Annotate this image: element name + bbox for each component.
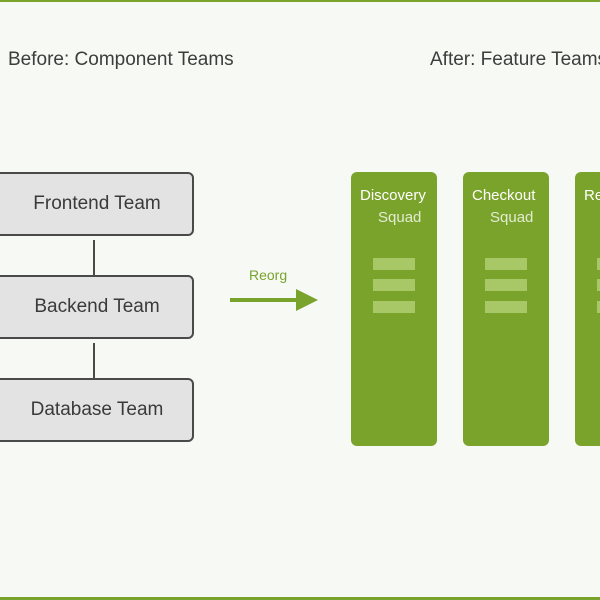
bottom-border [0,597,600,600]
frontend-team-box: Frontend Team [0,172,194,236]
after-heading: After: Feature Teams [430,49,600,70]
squad-bar [597,279,600,291]
discovery-squad-subtitle: Squad [378,209,422,226]
squad-bar [597,301,600,313]
discovery-squad-title: Discovery [360,187,426,204]
frontend-backend-connector [93,240,95,275]
checkout-squad: Checkout Squad [463,172,549,446]
before-heading: Before: Component Teams [8,49,234,70]
squad-bar [373,258,415,270]
database-team-label: Database Team [30,399,164,420]
squad-bar [597,258,600,270]
frontend-team-label: Frontend Team [33,193,161,214]
squad-bar [485,301,527,313]
reorg-label: Reorg [249,267,288,283]
database-team-box: Database Team [0,378,194,442]
backend-database-connector [93,343,95,378]
checkout-squad-title: Checkout [472,187,536,204]
third-squad: Re [575,172,600,446]
squad-bar [373,279,415,291]
backend-team-label: Backend Team [34,296,160,317]
checkout-squad-subtitle: Squad [490,209,534,226]
discovery-squad: Discovery Squad [351,172,437,446]
squad-bar [485,279,527,291]
top-border [0,0,600,2]
third-squad-title: Re [584,187,600,204]
squad-bar [485,258,527,270]
backend-team-box: Backend Team [0,275,194,339]
squad-bar [373,301,415,313]
reorg-arrow-icon [230,289,318,311]
